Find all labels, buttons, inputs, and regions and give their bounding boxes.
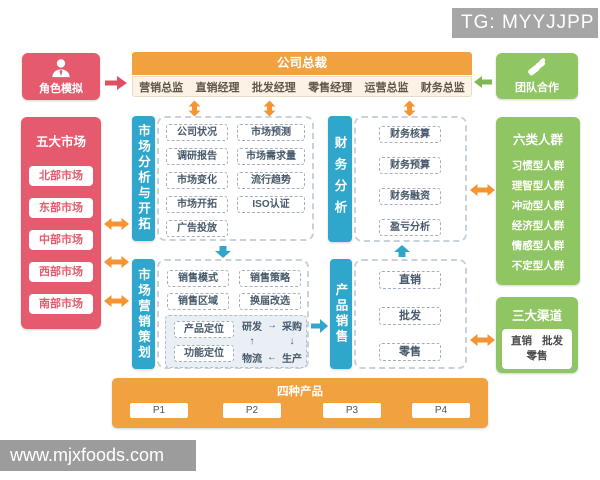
horizontal-double-arrow-icon xyxy=(469,333,496,347)
role-simulation-box: 角色模拟 xyxy=(22,53,100,100)
channel-item: 批发 xyxy=(542,335,563,347)
production-flow-panel: 产品定位 功能定位 研发 → 采购 ↑ ↓ 物流 ← 生产 xyxy=(165,315,307,368)
manager-label: 财务总监 xyxy=(420,81,465,94)
manager-label: 直销经理 xyxy=(195,81,240,94)
analysis-item: 调研报告 xyxy=(166,148,228,165)
analysis-item: 市场预测 xyxy=(237,124,305,141)
channels-inner-box: 直销 批发 零售 xyxy=(502,329,572,369)
five-markets-title: 五大市场 xyxy=(35,135,86,149)
analysis-item: 市场变化 xyxy=(166,172,228,189)
analysis-item: 公司状况 xyxy=(166,124,228,141)
finance-item: 财务预算 xyxy=(379,157,441,174)
marketing-item: 销售模式 xyxy=(167,270,229,287)
market-item: 中部市场 xyxy=(29,230,93,250)
analysis-item: 广告投放 xyxy=(166,220,228,237)
vertical-double-arrow-icon xyxy=(187,100,202,117)
manager-label: 营销总监 xyxy=(139,81,184,94)
vertical-double-arrow-icon xyxy=(402,100,417,117)
analysis-item: 流行趋势 xyxy=(237,172,305,189)
person-icon xyxy=(50,58,72,78)
sales-item: 批发 xyxy=(379,307,441,325)
channel-item: 零售 xyxy=(526,350,548,362)
market-item: 西部市场 xyxy=(29,262,93,282)
teal-up-arrow-icon xyxy=(394,245,410,257)
three-channels-panel: 三大渠道 直销 批发 零售 xyxy=(496,297,578,373)
product-item: P1 xyxy=(130,403,188,418)
three-channels-title: 三大渠道 xyxy=(511,309,562,323)
flow-arrow-down-icon: ↓ xyxy=(289,335,295,347)
finance-analysis-title-bar: 财务分析 xyxy=(328,116,352,242)
analysis-item: ISO认证 xyxy=(237,196,305,213)
six-groups-title: 六类人群 xyxy=(512,133,563,147)
managers-bar: 营销总监 直销经理 批发经理 零售经理 运营总监 财务总监 xyxy=(132,76,472,97)
marketing-planning-container: 销售模式 销售策略 销售区域 换届改选 产品定位 功能定位 研发 → 采购 ↑ … xyxy=(157,259,309,369)
group-item: 经济型人群 xyxy=(511,220,565,232)
flow-node: 采购 xyxy=(282,321,302,333)
group-item: 冲动型人群 xyxy=(511,200,565,212)
flow-arrow-up-icon: ↑ xyxy=(249,335,255,347)
team-box-label: 团队合作 xyxy=(515,82,559,94)
marketing-item: 换届改选 xyxy=(239,293,301,310)
handshake-icon xyxy=(525,57,549,77)
group-item: 不定型人群 xyxy=(511,260,565,272)
finance-item: 盈亏分析 xyxy=(379,219,441,236)
teal-down-arrow-icon xyxy=(215,246,231,258)
rd-supply-flow: 研发 → 采购 ↑ ↓ 物流 ← 生产 xyxy=(240,317,304,366)
sales-item: 零售 xyxy=(379,343,441,361)
market-item: 东部市场 xyxy=(29,198,93,218)
horizontal-double-arrow-icon xyxy=(469,183,496,197)
product-item: P3 xyxy=(323,403,381,418)
finance-item: 财务核算 xyxy=(379,126,441,143)
horizontal-double-arrow-icon xyxy=(103,294,130,308)
horizontal-double-arrow-icon xyxy=(103,255,130,269)
manager-label: 零售经理 xyxy=(308,81,353,94)
product-sales-title-bar: 产品销售 xyxy=(330,259,352,369)
role-box-label: 角色模拟 xyxy=(39,82,83,95)
horizontal-double-arrow-icon xyxy=(103,217,130,231)
marketing-item: 销售策略 xyxy=(239,270,301,287)
group-item: 习惯型人群 xyxy=(511,160,565,172)
team-cooperation-box: 团队合作 xyxy=(496,53,578,99)
group-item: 理智型人群 xyxy=(511,180,565,192)
tg-watermark: TG: MYYJJPP xyxy=(452,8,598,38)
market-item: 南部市场 xyxy=(29,294,93,314)
marketing-planning-title-bar: 市场营销策划 xyxy=(132,259,155,369)
flow-arrow-right-icon: → xyxy=(267,319,277,331)
vertical-double-arrow-icon xyxy=(262,100,277,117)
flow-arrow-left-icon: ← xyxy=(267,351,277,363)
analysis-item: 市场开拓 xyxy=(166,196,228,213)
product-item: P4 xyxy=(412,403,470,418)
ceo-header: 公司总裁 xyxy=(132,52,472,75)
market-analysis-title-bar: 市场分析与开拓 xyxy=(132,116,155,241)
green-left-arrow-icon xyxy=(473,75,493,89)
flow-node: 研发 xyxy=(242,321,262,333)
positioning-item: 功能定位 xyxy=(174,345,234,362)
positioning-item: 产品定位 xyxy=(174,321,234,338)
six-groups-panel: 六类人群 习惯型人群 理智型人群 冲动型人群 经济型人群 情感型人群 不定型人群 xyxy=(496,117,580,285)
finance-item: 财务融资 xyxy=(379,188,441,205)
teal-right-arrow-icon xyxy=(311,319,328,333)
flow-node: 物流 xyxy=(242,353,262,365)
channel-item: 直销 xyxy=(511,335,532,347)
market-item: 北部市场 xyxy=(29,166,93,186)
four-products-bar: 四种产品 P1 P2 P3 P4 xyxy=(112,378,488,428)
flow-node: 生产 xyxy=(282,353,302,365)
four-products-title: 四种产品 xyxy=(277,386,323,398)
red-right-arrow-icon xyxy=(104,75,128,91)
manager-label: 运营总监 xyxy=(364,81,409,94)
manager-label: 批发经理 xyxy=(251,81,296,94)
product-item: P2 xyxy=(223,403,281,418)
five-markets-panel: 五大市场 北部市场 东部市场 中部市场 西部市场 南部市场 xyxy=(21,117,101,329)
sales-item: 直销 xyxy=(379,271,441,289)
analysis-item: 市场需求量 xyxy=(237,148,305,165)
group-item: 情感型人群 xyxy=(511,240,565,252)
site-watermark: www.mjxfoods.com xyxy=(0,440,196,471)
marketing-item: 销售区域 xyxy=(167,293,229,310)
